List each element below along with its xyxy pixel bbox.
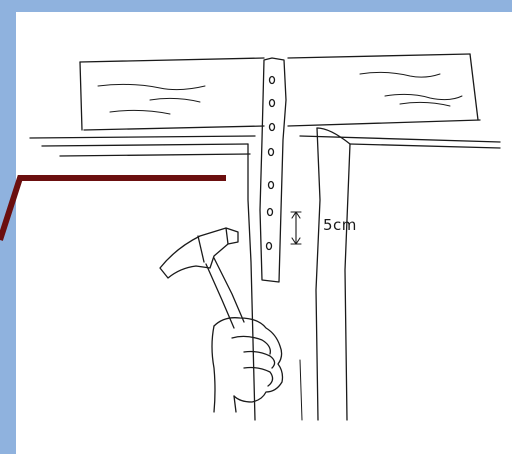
metal-strap (259, 57, 287, 283)
frame-left-border (0, 0, 16, 454)
upper-beam (79, 53, 481, 131)
measurement-label: 5cm (323, 216, 357, 234)
lower-plank (29, 135, 501, 157)
vertical-post (247, 127, 351, 421)
hand (211, 317, 284, 413)
measurement-marker (290, 211, 302, 245)
hammer (159, 227, 245, 329)
frame-top-border (0, 0, 512, 12)
